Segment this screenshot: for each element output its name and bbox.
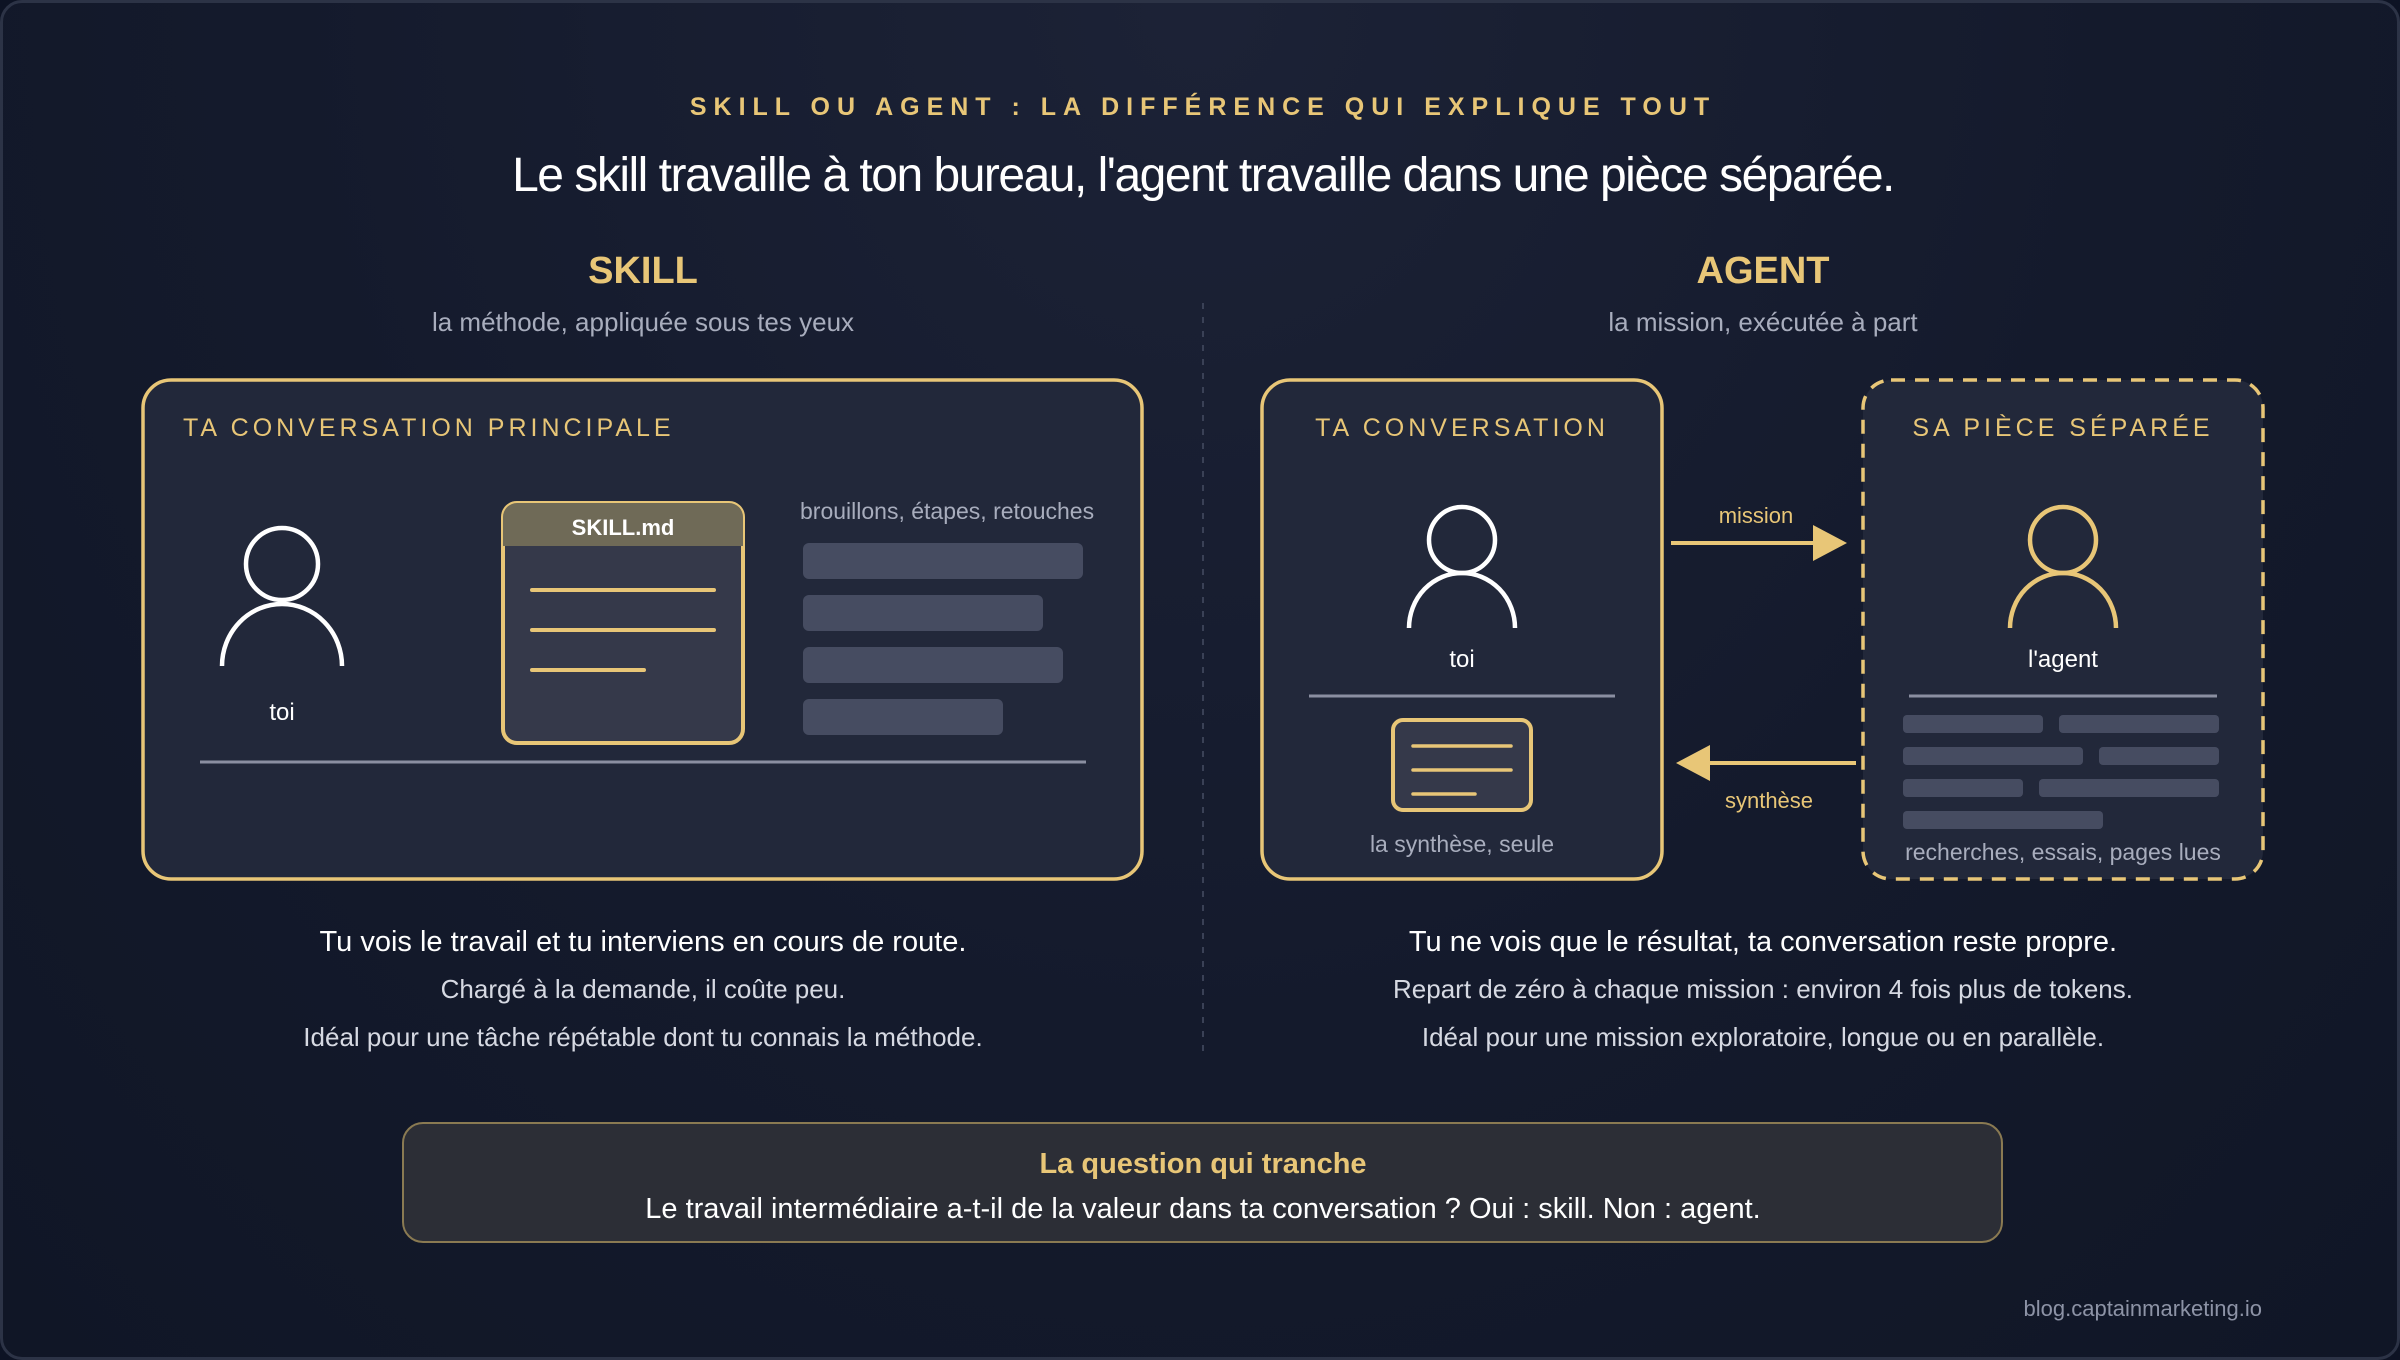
- agent-room-person: l'agent: [2028, 646, 2098, 673]
- skill-line-2: Chargé à la demande, il coûte peu.: [441, 974, 846, 1004]
- skill-file-name: SKILL.md: [572, 515, 675, 540]
- agent-line-3: Idéal pour une mission exploratoire, lon…: [1422, 1022, 2104, 1052]
- arrow-left-icon: [1676, 745, 1856, 781]
- arrow-synthese-label: synthèse: [1725, 788, 1813, 813]
- footer-source: blog.captainmarketing.io: [2024, 1296, 2262, 1321]
- drafts-label: brouillons, étapes, retouches: [800, 498, 1094, 524]
- arrow-right-icon: [1671, 525, 1847, 561]
- draft-bars: [803, 543, 1083, 735]
- agent-conv-person: toi: [1449, 646, 1474, 673]
- agent-conv-caption: la synthèse, seule: [1370, 831, 1554, 857]
- agent-room-box: [1861, 378, 2265, 881]
- arrow-mission-label: mission: [1719, 503, 1794, 528]
- user-icon: [219, 525, 345, 667]
- agent-conv-label: TA CONVERSATION: [1315, 414, 1609, 442]
- question-box: [402, 1122, 2003, 1243]
- skill-box-label: TA CONVERSATION PRINCIPALE: [183, 414, 675, 442]
- skill-file-card: SKILL.md: [501, 501, 745, 745]
- agent-icon: [2007, 504, 2119, 629]
- skill-subtitle: la méthode, appliquée sous tes yeux: [432, 307, 854, 337]
- agent-room-caption: recherches, essais, pages lues: [1905, 839, 2221, 865]
- agent-subtitle: la mission, exécutée à part: [1608, 307, 1918, 337]
- agent-conversation-box: [1260, 378, 1664, 881]
- agent-title: AGENT: [1697, 250, 1830, 292]
- skill-line-3: Idéal pour une tâche répétable dont tu c…: [303, 1022, 982, 1052]
- research-bars: [1903, 715, 2219, 829]
- user-icon: [1406, 504, 1518, 629]
- synthesis-document-icon: [1391, 718, 1533, 812]
- question-body: Le travail intermédiaire a-t-il de la va…: [645, 1193, 1760, 1225]
- agent-room-label: SA PIÈCE SÉPARÉE: [1912, 413, 2213, 442]
- diagram: SKILL OU AGENT : LA DIFFÉRENCE QUI EXPLI…: [141, 92, 2265, 1321]
- question-title: La question qui tranche: [1039, 1148, 1366, 1180]
- skill-line-1: Tu vois le travail et tu interviens en c…: [320, 926, 967, 958]
- skill-person-label: toi: [269, 699, 294, 726]
- agent-line-2: Repart de zéro à chaque mission : enviro…: [1393, 974, 2133, 1004]
- eyebrow-title: SKILL OU AGENT : LA DIFFÉRENCE QUI EXPLI…: [690, 92, 1716, 121]
- agent-line-1: Tu ne vois que le résultat, ta conversat…: [1409, 926, 2117, 958]
- headline: Le skill travaille à ton bureau, l'agent…: [512, 149, 1894, 202]
- skill-title: SKILL: [588, 250, 698, 292]
